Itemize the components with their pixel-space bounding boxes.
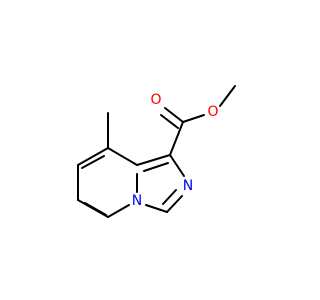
atom-bridgehead-nitrogen: N <box>132 193 142 209</box>
canvas-background <box>0 0 300 300</box>
bond-c8a-c1 <box>136 154 171 166</box>
bond-c3-n4 <box>145 204 168 213</box>
bond-c8a-c1-inner <box>143 162 169 172</box>
atom-ester-oxygen: O <box>207 104 218 120</box>
bond-n2-c3 <box>166 195 183 213</box>
bond-c5-n4 <box>107 204 130 218</box>
bond-ester-oxygen-methyl <box>219 85 236 107</box>
bond-carbonyl-oxygen-a <box>164 107 184 123</box>
bond-c8-c7 <box>77 147 109 166</box>
bond-c1-carbonyl <box>169 121 184 156</box>
bond-carbonyl-oxygen-b <box>160 114 179 129</box>
bond-n2-c3-inner <box>162 189 177 205</box>
bond-carbonyl-ester-oxygen <box>182 114 205 123</box>
atom-carbonyl-oxygen: O <box>150 92 161 108</box>
molecule-structure: O O N N <box>0 0 300 300</box>
bond-c6-c5-inner <box>84 202 107 216</box>
bond-c8a-c8 <box>107 147 138 166</box>
bond-c8-c7-inner <box>81 155 105 169</box>
atom-imidazole-nitrogen: N <box>183 178 193 194</box>
bond-c1-n2 <box>169 154 185 177</box>
